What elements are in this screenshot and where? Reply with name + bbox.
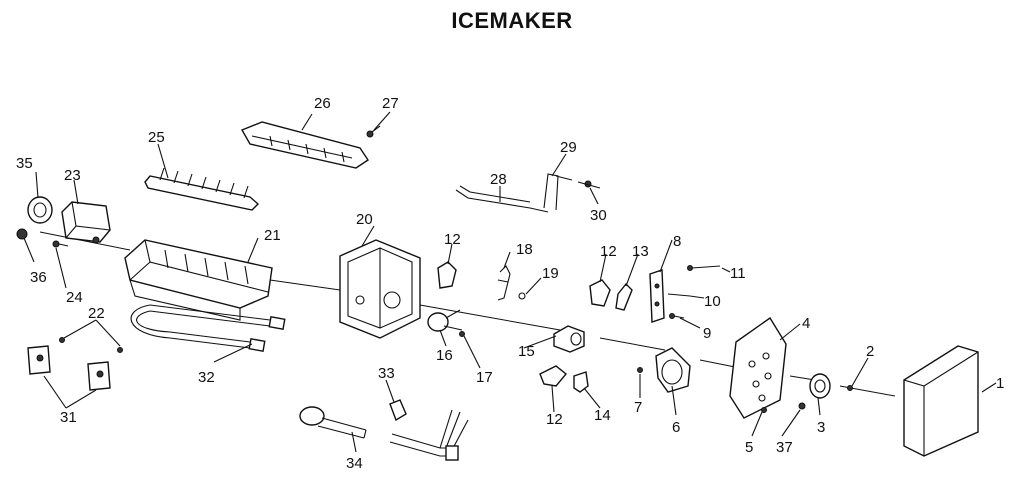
label-2: 2 (866, 343, 874, 360)
label-33: 33 (378, 365, 395, 382)
label-19: 19 (542, 265, 559, 282)
label-8: 8 (673, 233, 681, 250)
label-5: 5 (745, 439, 753, 456)
cover-screw (847, 385, 853, 391)
label-4: 4 (802, 315, 810, 332)
label-12-middle: 12 (600, 243, 617, 260)
label-9: 9 (703, 325, 711, 342)
label-22: 22 (88, 305, 105, 322)
switch-screw (459, 331, 465, 337)
housing (339, 239, 421, 339)
label-3: 3 (817, 419, 825, 436)
cover (903, 345, 979, 457)
lower-cam (539, 365, 567, 387)
label-11: 11 (730, 265, 746, 282)
washer (798, 402, 806, 410)
assembly-axis-line (39, 231, 896, 397)
label-25: 25 (148, 129, 165, 146)
label-13: 13 (632, 243, 649, 260)
fill-cup (61, 201, 111, 244)
label-1: 1 (996, 375, 1004, 392)
mold-heater-assembly (124, 239, 273, 321)
label-26: 26 (314, 95, 331, 112)
label-29: 29 (560, 139, 577, 156)
shut-off-arm (455, 185, 549, 213)
lever-screw (518, 292, 526, 300)
arm-clip (577, 180, 601, 189)
label-20: 20 (356, 211, 373, 228)
shut-off-arm-cam (437, 261, 457, 289)
switch-support (649, 269, 665, 323)
arm-link (543, 173, 573, 211)
label-31: 31 (60, 409, 77, 426)
thermostat (615, 282, 633, 311)
motor (655, 347, 691, 393)
label-23: 23 (64, 167, 81, 184)
label-27: 27 (382, 95, 399, 112)
pin (667, 293, 691, 297)
label-18: 18 (516, 241, 533, 258)
small-nut (16, 228, 28, 240)
label-6: 6 (672, 419, 680, 436)
label-16: 16 (436, 347, 453, 364)
label-35: 35 (16, 155, 33, 172)
stripper-screw (366, 125, 381, 138)
shut-off-lever (497, 265, 511, 301)
label-15: 15 (518, 343, 535, 360)
support-screw (687, 265, 721, 271)
timing-cam (553, 325, 585, 353)
plate-bottom-screw (761, 407, 767, 413)
mounting-bracket-left (27, 345, 51, 375)
label-24: 24 (66, 289, 83, 306)
label-7: 7 (634, 399, 642, 416)
wire-clamp (389, 399, 407, 422)
leader-lines (23, 111, 997, 453)
label-28: 28 (490, 171, 507, 188)
label-14: 14 (594, 407, 611, 424)
bracket-screws (59, 337, 123, 353)
label-12-lower: 12 (546, 411, 563, 428)
label-12-upper: 12 (444, 231, 461, 248)
label-32: 32 (198, 369, 215, 386)
label-17: 17 (476, 369, 493, 386)
label-34: 34 (346, 455, 363, 472)
label-10: 10 (704, 293, 721, 310)
diagram-title: ICEMAKER (451, 8, 573, 33)
label-30: 30 (590, 207, 607, 224)
heater-cord (130, 304, 286, 352)
plate-screw (669, 313, 685, 319)
mounting-bracket-right (87, 361, 111, 391)
cap (809, 373, 831, 399)
bearing (27, 196, 53, 224)
label-21: 21 (264, 227, 281, 244)
mold-switch (427, 309, 463, 332)
ice-stripper (240, 121, 369, 169)
label-37: 37 (776, 439, 793, 456)
motor-screw (637, 367, 643, 373)
fill-cup-screw (52, 240, 69, 248)
wiring-harness (299, 406, 469, 461)
mounting-plate-nut (589, 279, 611, 307)
label-36: 36 (30, 269, 47, 286)
water-valve-switch (573, 371, 589, 393)
ejector-blades (144, 167, 260, 211)
mounting-plate (729, 316, 787, 419)
